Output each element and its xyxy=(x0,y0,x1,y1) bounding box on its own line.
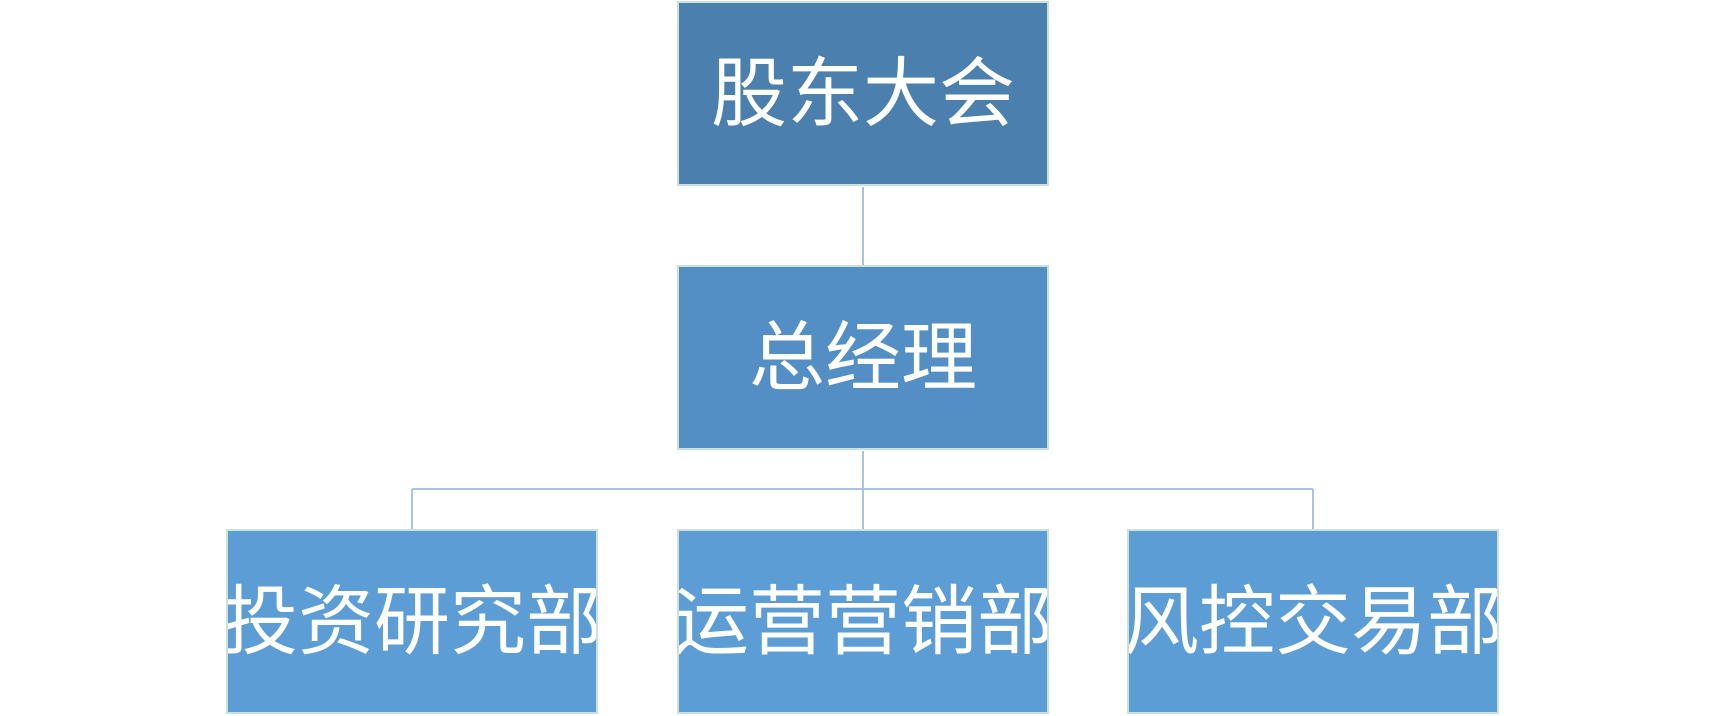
node-label: 运营营销部 xyxy=(677,576,1049,666)
node-label: 投资研究部 xyxy=(226,576,598,666)
node-shareholders-meeting: 股东大会 xyxy=(677,1,1049,186)
node-label: 总经理 xyxy=(749,312,977,402)
node-operations-marketing-dept: 运营营销部 xyxy=(677,529,1049,714)
node-label: 股东大会 xyxy=(711,48,1015,138)
node-general-manager: 总经理 xyxy=(677,265,1049,450)
node-label: 风控交易部 xyxy=(1127,576,1499,666)
node-investment-research-dept: 投资研究部 xyxy=(226,529,598,714)
node-risk-trading-dept: 风控交易部 xyxy=(1127,529,1499,714)
